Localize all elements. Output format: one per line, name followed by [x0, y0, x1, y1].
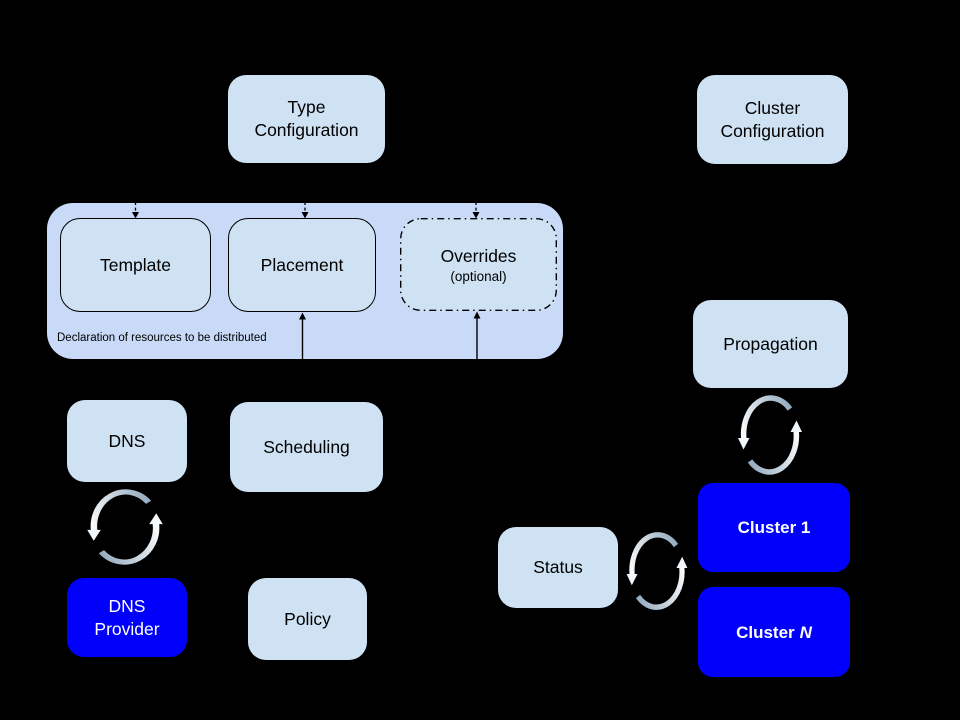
- propagation-label: Propagation: [723, 333, 818, 354]
- declaration-caption: Declaration of resources to be distribut…: [57, 332, 267, 344]
- status-label: Status: [533, 557, 583, 577]
- dns-provider-node: DNS Provider: [67, 578, 187, 657]
- cluster-configuration-label: Cluster Configuration: [720, 97, 825, 141]
- overrides-label: Overrides: [440, 245, 517, 266]
- scheduling-label: Scheduling: [263, 436, 350, 457]
- scheduling-node: Scheduling: [230, 402, 383, 492]
- cluster-configuration-node: Cluster Configuration: [697, 75, 848, 164]
- propagation-node: Propagation: [693, 300, 848, 388]
- status-node: Status: [498, 527, 618, 608]
- dns-provider-label: DNS Provider: [94, 595, 160, 639]
- dns-node: DNS: [67, 400, 187, 482]
- template-node: Template: [60, 218, 211, 312]
- template-label: Template: [99, 254, 171, 275]
- policy-label: Policy: [284, 608, 331, 629]
- cluster-1-node: Cluster 1: [698, 483, 850, 572]
- placement-label: Placement: [260, 254, 344, 275]
- overrides-node: Overrides (optional): [400, 218, 557, 311]
- policy-node: Policy: [248, 578, 367, 660]
- sync-icon-propagation: [738, 398, 802, 472]
- sync-icon-status: [627, 535, 688, 607]
- type-configuration-label: Type Configuration: [254, 97, 359, 140]
- type-configuration-node: Type Configuration: [228, 75, 385, 163]
- cluster-1-label: Cluster 1: [737, 518, 811, 537]
- overrides-sublabel: (optional): [450, 268, 507, 284]
- placement-node: Placement: [228, 218, 376, 312]
- dns-label: DNS: [108, 430, 146, 451]
- sync-icon-dns: [87, 492, 163, 562]
